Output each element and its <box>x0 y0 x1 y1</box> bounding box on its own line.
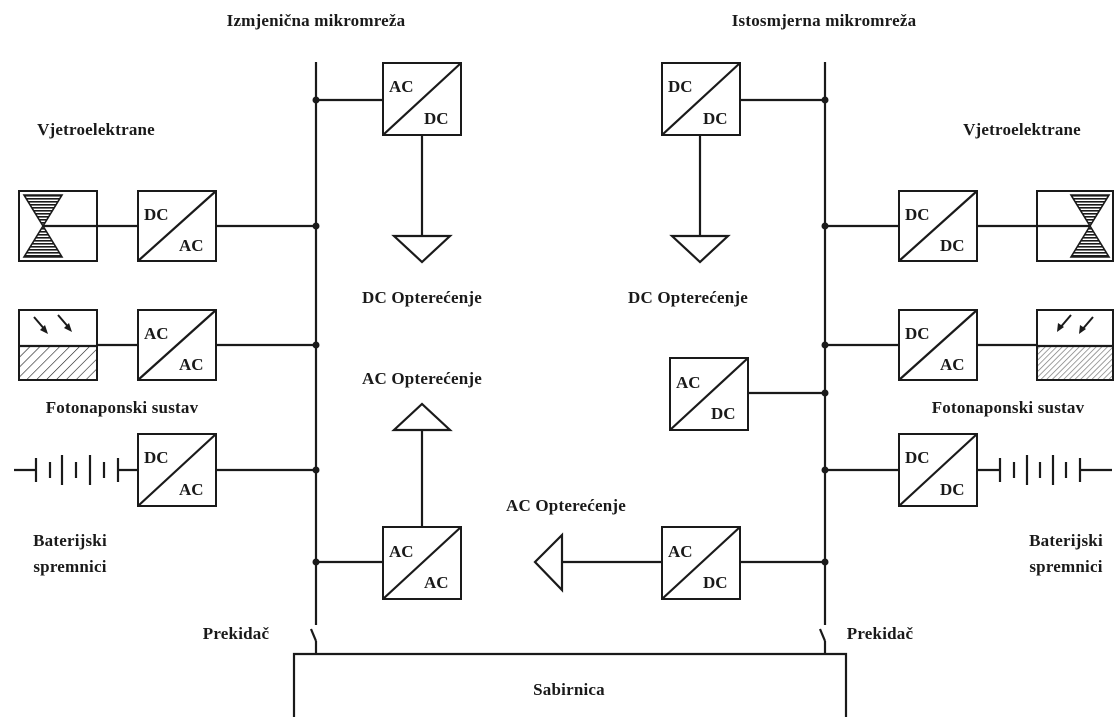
converter-output-label: DC <box>703 573 728 592</box>
ac-load-left-label: AC Opterećenje <box>362 369 482 388</box>
converter-ac-ac-bottom-left: AC AC <box>382 526 462 600</box>
converter-output-label: AC <box>179 355 204 374</box>
breaker-left-icon <box>309 616 318 654</box>
converter-input-label: DC <box>668 77 693 96</box>
converter-output-label: AC <box>940 355 965 374</box>
converter-input-label: DC <box>905 205 930 224</box>
pv-right-label: Fotonaponski sustav <box>932 398 1085 417</box>
ac-load-middle-icon <box>533 532 564 593</box>
wind-left-label: Vjetroelektrane <box>37 120 155 139</box>
converter-dc-dc-wind-right: DC DC <box>898 190 978 262</box>
converter-ac-dc-mid-right: AC DC <box>669 357 749 431</box>
breaker-left-label: Prekidač <box>203 624 270 643</box>
converter-input-label: AC <box>676 373 701 392</box>
wind-right-label: Vjetroelektrane <box>963 120 1081 139</box>
converter-output-label: DC <box>424 109 449 128</box>
converter-output-label: DC <box>711 404 736 423</box>
solar-panel-right-icon <box>1036 309 1114 381</box>
converter-dc-ac-wind-left: DC AC <box>137 190 217 262</box>
breaker-right-label: Prekidač <box>847 624 914 643</box>
converter-dc-ac-battery-left: DC AC <box>137 433 217 507</box>
wind-turbine-right-icon <box>1036 190 1114 262</box>
converter-output-label: DC <box>940 236 965 255</box>
converter-input-label: AC <box>389 77 414 96</box>
busbar-box <box>292 652 848 717</box>
converter-input-label: AC <box>144 324 169 343</box>
converter-output-label: AC <box>179 236 204 255</box>
converter-ac-dc-bottom-right: AC DC <box>661 526 741 600</box>
converter-dc-dc-top-right: DC DC <box>661 62 741 136</box>
breaker-gap <box>311 616 321 652</box>
pv-left-label: Fotonaponski sustav <box>46 398 199 417</box>
converter-output-label: AC <box>179 480 204 499</box>
converter-input-label: DC <box>144 448 169 467</box>
converter-output-label: DC <box>703 109 728 128</box>
converter-input-label: AC <box>668 542 693 561</box>
solar-panel-left-icon <box>18 309 98 381</box>
dc-microgrid-title: Istosmjerna mikromreža <box>732 11 917 30</box>
breaker-gap <box>820 616 830 652</box>
converter-output-label: DC <box>940 480 965 499</box>
wind-turbine-left-icon <box>18 190 98 262</box>
ac-microgrid-title: Izmjenična mikromreža <box>227 11 406 30</box>
battery-right-label-line1: Baterijski <box>1029 531 1103 550</box>
battery-left-label-line2: spremnici <box>33 557 106 576</box>
converter-input-label: DC <box>905 448 930 467</box>
busbar-label: Sabirnica <box>533 680 605 699</box>
converter-input-label: AC <box>389 542 414 561</box>
battery-right-icon <box>977 455 1112 485</box>
converter-dc-ac-pv-right: DC AC <box>898 309 978 381</box>
battery-left-icon <box>14 455 138 485</box>
converter-input-label: DC <box>144 205 169 224</box>
dc-load-left-label: DC Opterećenje <box>362 288 482 307</box>
converter-ac-ac-pv-left: AC AC <box>137 309 217 381</box>
battery-right-label-line2: spremnici <box>1029 557 1102 576</box>
battery-left-label-line1: Baterijski <box>33 531 107 550</box>
ac-load-left-icon <box>391 402 453 432</box>
converter-input-label: DC <box>905 324 930 343</box>
dc-load-right-label: DC Opterećenje <box>628 288 748 307</box>
dc-load-right-icon <box>669 234 731 264</box>
converter-dc-dc-battery-right: DC DC <box>898 433 978 507</box>
dc-load-left-icon <box>391 234 453 264</box>
breaker-right-icon <box>818 616 827 654</box>
ac-load-middle-label: AC Opterećenje <box>506 496 626 515</box>
junction-dots <box>312 96 829 566</box>
converter-ac-dc-top-left: AC DC <box>382 62 462 136</box>
converter-output-label: AC <box>424 573 449 592</box>
